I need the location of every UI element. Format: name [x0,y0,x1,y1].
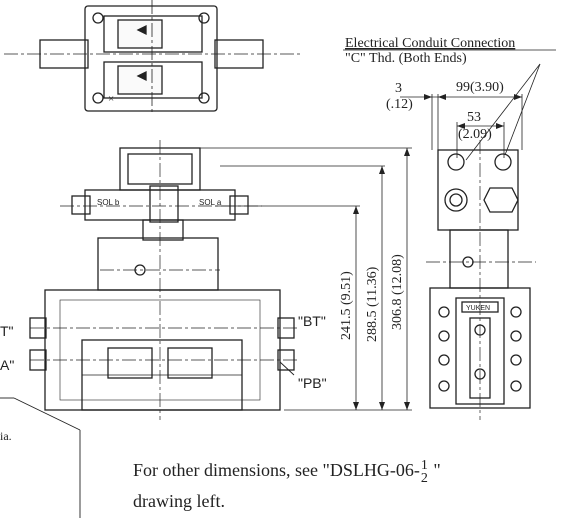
note-prefix: For other dimensions, see "DSLHG-06- [133,460,420,480]
front-centerlines [30,140,300,420]
vertical-dimensions [200,147,412,411]
dim-288-5: 288.5 (11.36) [365,266,380,342]
dim-241-5: 241.5 (9.51) [339,271,354,340]
dim-3: 3 [395,81,402,96]
conduit-title: Electrical Conduit Connection [345,36,515,51]
horizontal-dimensions [343,49,556,161]
note-line-2: drawing left. [133,491,225,511]
top-x-mark: × [108,93,114,105]
port-bt-right: "BT" [298,313,326,329]
port-a-left: A" [0,357,14,373]
dim-3-in: (.12) [386,97,413,112]
dimension-arrows [353,148,410,410]
callout-box [0,397,81,518]
port-pb-right: "PB" [298,375,327,391]
fraction-denominator: 2 [420,470,428,486]
dim-99: 99(3.90) [456,80,504,95]
pb-leader [279,361,295,376]
sol-a-label: SOL a [199,198,222,207]
note-suffix: " [428,460,441,480]
port-bt-left: T" [0,323,14,339]
side-centerlines [426,140,536,420]
conduit-subtitle: "C" Thd. (Both Ends) [345,51,467,66]
front-view [29,147,295,411]
top-view [4,0,300,115]
horizontal-arrows [424,94,522,129]
fraction-numerator: 1 [420,457,428,473]
brand-label: YUKEN [466,305,490,312]
sol-b-label: SOL b [97,198,120,207]
dim-53-in: (2.09) [458,127,492,142]
dim-306-8: 306.8 (12.08) [390,254,405,330]
dia-label: ia. [0,429,12,443]
dim-53: 53 [467,110,481,125]
